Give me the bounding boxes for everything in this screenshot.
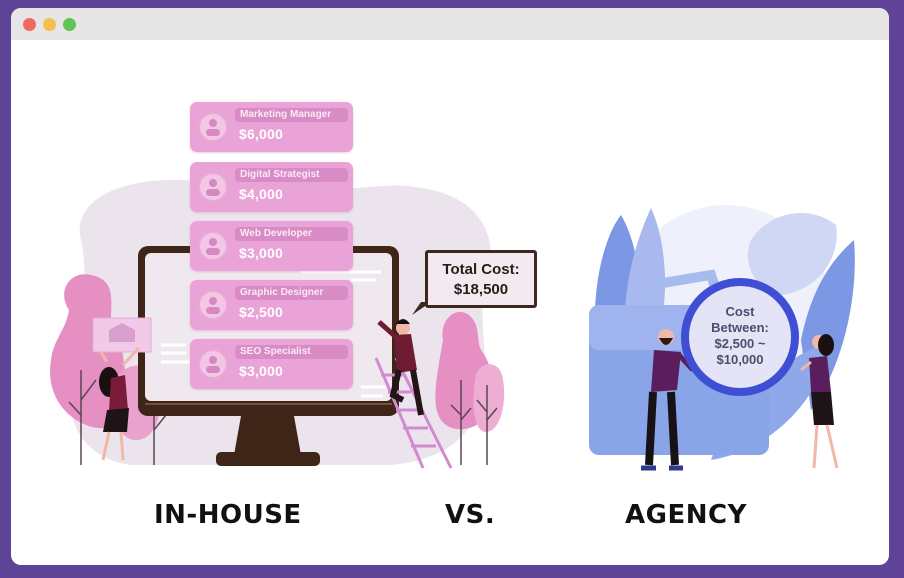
agency-cost-lens: Cost Between: $2,500 ~ $10,000 xyxy=(681,278,799,396)
user-avatar-icon xyxy=(198,290,228,320)
role-title: SEO Specialist xyxy=(235,345,348,359)
role-card: Marketing Manager $6,000 xyxy=(190,102,353,152)
role-card: Graphic Designer $2,500 xyxy=(190,280,353,330)
user-avatar-icon xyxy=(198,349,228,379)
close-window-button[interactable] xyxy=(23,18,36,31)
minimize-window-button[interactable] xyxy=(43,18,56,31)
browser-window: Marketing Manager $6,000 Digital Strateg… xyxy=(11,8,889,565)
agency-heading: AGENCY xyxy=(625,500,747,530)
role-cost: $3,000 xyxy=(239,363,284,379)
total-cost-bubble: Total Cost: $18,500 xyxy=(425,250,537,308)
agency-cost-line-2: Between: xyxy=(711,320,769,335)
total-cost-value: $18,500 xyxy=(453,281,509,298)
role-card: SEO Specialist $3,000 xyxy=(190,339,353,389)
agency-cost-line-3: $2,500 ~ xyxy=(714,336,766,351)
agency-cost-line-4: $10,000 xyxy=(716,352,764,367)
role-title: Digital Strategist xyxy=(235,168,348,182)
role-card: Web Developer $3,000 xyxy=(190,221,353,271)
role-title: Marketing Manager xyxy=(235,108,348,122)
role-cost: $4,000 xyxy=(239,186,284,202)
role-cost: $6,000 xyxy=(239,126,284,142)
screen-lines xyxy=(161,270,386,398)
role-card: Digital Strategist $4,000 xyxy=(190,162,353,212)
agency-cost-line-1: Cost xyxy=(725,304,755,319)
vs-heading: VS. xyxy=(445,500,496,530)
agency-woman xyxy=(800,334,839,469)
total-cost-label: Total Cost: xyxy=(442,261,520,278)
role-title: Graphic Designer xyxy=(235,286,348,300)
user-avatar-icon xyxy=(198,231,228,261)
leaf-monstera xyxy=(747,213,837,295)
infographic: Marketing Manager $6,000 Digital Strateg… xyxy=(11,40,889,565)
monitor-base xyxy=(216,452,320,466)
role-title: Web Developer xyxy=(235,227,348,241)
in-house-heading: IN-HOUSE xyxy=(154,500,302,530)
monitor-stand xyxy=(234,416,301,455)
window-titlebar xyxy=(11,8,889,40)
man-on-ladder xyxy=(377,319,424,416)
bush-right-2 xyxy=(473,364,505,432)
woman-left xyxy=(99,346,141,461)
role-cost: $2,500 xyxy=(239,304,284,320)
user-avatar-icon xyxy=(198,172,228,202)
user-avatar-icon xyxy=(198,112,228,142)
maximize-window-button[interactable] xyxy=(63,18,76,31)
role-cost: $3,000 xyxy=(239,245,284,261)
